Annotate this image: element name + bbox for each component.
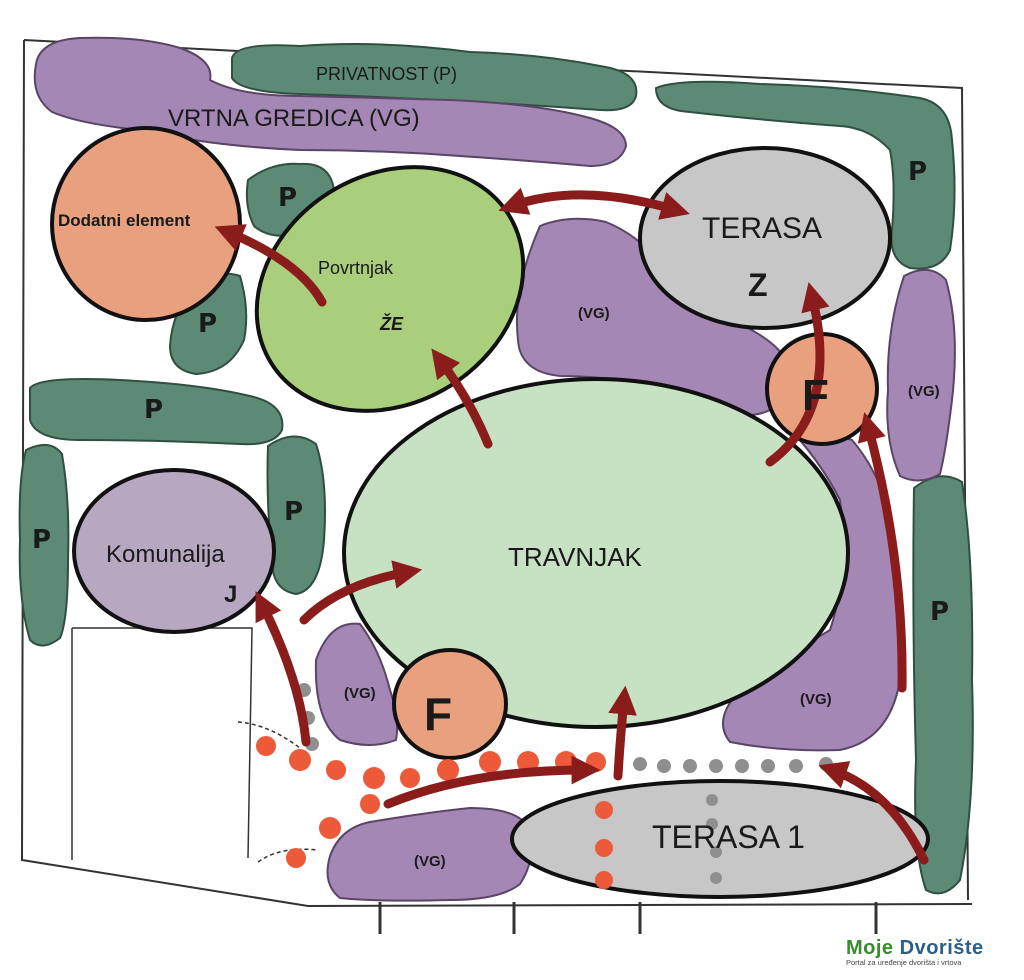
- utility-area: [72, 468, 276, 634]
- bed-marks: (VG) (VG) (VG) (VG) (VG): [344, 305, 940, 870]
- privacy-label: PRIVATNOST (P): [316, 64, 457, 84]
- hedge-mark: P: [144, 395, 163, 425]
- arrow-fountain-terrace: [765, 282, 830, 467]
- fountain-top-mark: F: [802, 371, 829, 420]
- hedge-mark: P: [32, 525, 51, 555]
- terrace-mark: Z: [748, 267, 768, 303]
- terrace-1: [510, 779, 930, 899]
- arrow-veg-additional: [214, 224, 327, 307]
- arrow-path-lawn: [608, 685, 637, 781]
- hedge-mark: P: [930, 597, 949, 627]
- garden-bed-label: VRTNA GREDICA (VG): [168, 105, 420, 132]
- hedge-mark: P: [278, 183, 297, 213]
- fountain-bottom-mark: F: [424, 688, 452, 740]
- additional-element: [50, 126, 242, 322]
- hedge-mark: P: [284, 497, 303, 527]
- arrow-path-utility: [255, 591, 311, 747]
- brand-tagline: Portal za uređenje dvorišta i vrtova: [846, 958, 962, 967]
- arrow-east-fountain: [857, 412, 907, 693]
- arrow-utility-lawn: [299, 560, 423, 625]
- additional-element-label: Dodatni element: [58, 211, 191, 230]
- lawn-label: TRAVNJAK: [508, 542, 643, 572]
- arrow-terrace1-fountain: [818, 761, 929, 865]
- vegetable-garden-label: Povrtnjak: [318, 258, 394, 278]
- brand-logo: Moje Dvorište Portal za uređenje dvorišt…: [846, 938, 1016, 978]
- fountain-bottom: [392, 648, 508, 760]
- arrow-path-terrace1: [383, 755, 601, 809]
- vegetable-garden-mark: ŽE: [379, 313, 404, 334]
- arrow-veg-terrace: [498, 187, 690, 220]
- circulation-arrows: [214, 187, 929, 865]
- lawn-area: [342, 377, 850, 729]
- hedge-mark: P: [198, 309, 217, 339]
- bed-mark: (VG): [414, 853, 446, 870]
- bed-mark: (VG): [908, 383, 940, 400]
- stepping-stones-red: [256, 736, 613, 889]
- brand-name-part1: Moje: [846, 937, 900, 959]
- bed-mark: (VG): [344, 685, 376, 702]
- privacy-hedges: [18, 43, 974, 895]
- bed-mark: (VG): [800, 691, 832, 708]
- bed-mark: (VG): [578, 305, 610, 322]
- utility-mark: J: [224, 581, 237, 608]
- brand-name-part2: Dvorište: [899, 937, 984, 959]
- hedge-mark: P: [908, 157, 927, 187]
- terrace-label: TERASA: [702, 212, 822, 245]
- utility-label: Komunalija: [106, 541, 225, 568]
- hedge-marks: P P P P P P P: [32, 157, 949, 627]
- terrace-1-label: TERASA 1: [652, 819, 805, 855]
- brand-name: Moje Dvorište: [846, 938, 1016, 958]
- arrow-lawn-veg: [431, 348, 493, 449]
